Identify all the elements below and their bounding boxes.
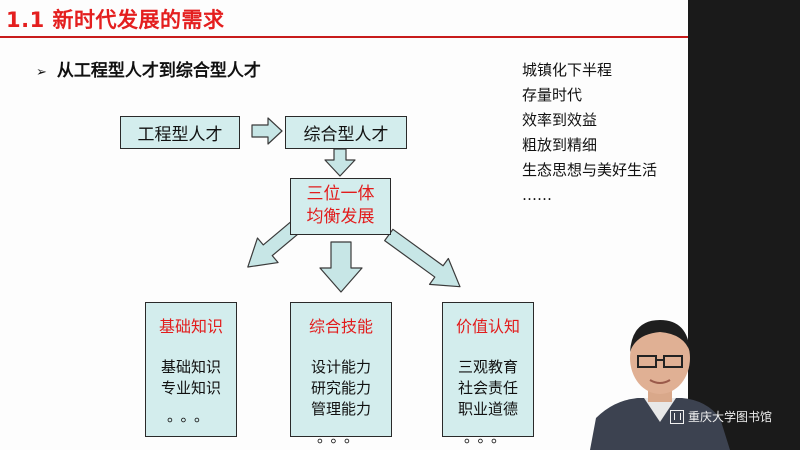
comprehensive-talent-box: 综合型人才 (285, 116, 407, 149)
box-label: 工程型人才 (137, 125, 223, 145)
slide-canvas: 1.1 新时代发展的需求 ➢ 从工程型人才到综合型人才 城镇化下半程 存量时代 效… (0, 0, 688, 450)
speaker-video-overlay (590, 320, 730, 450)
down-arrow-icon (324, 148, 356, 177)
center-line: 均衡发展 (306, 207, 375, 227)
flow-arrows (247, 117, 461, 293)
column-item: 管理能力 (310, 400, 371, 418)
column-item: 研究能力 (310, 379, 371, 397)
down-right-arrow-icon (384, 228, 461, 288)
column-item: 职业道德 (457, 400, 518, 418)
side-point: 效率到效益 (522, 111, 598, 129)
column-item: 基础知识 (160, 358, 221, 376)
engineering-talent-box: 工程型人才 (120, 116, 240, 149)
title-underline (0, 36, 688, 38)
column-basic-knowledge: 基础知识 基础知识 专业知识 。。。 (145, 302, 237, 437)
trinity-box: 三位一体 均衡发展 (290, 178, 391, 235)
side-point: …… (522, 186, 552, 204)
down-arrow-icon (319, 241, 363, 293)
column-ellipsis: 。。。 (316, 428, 365, 446)
side-point: 存量时代 (522, 86, 583, 104)
side-point: 城镇化下半程 (522, 61, 613, 79)
library-watermark: 重庆大学图书馆 (670, 408, 772, 425)
column-heading: 综合技能 (308, 317, 373, 336)
column-item: 设计能力 (310, 358, 371, 376)
side-point: 粗放到精细 (522, 136, 598, 154)
column-item: 三观教育 (457, 358, 518, 376)
library-logo-icon (670, 409, 684, 424)
column-item: 专业知识 (160, 379, 221, 397)
bullet-arrow-icon: ➢ (36, 65, 47, 80)
watermark-label: 重庆大学图书馆 (688, 410, 773, 424)
slide-title: 1.1 新时代发展的需求 (6, 8, 225, 32)
column-heading: 基础知识 (158, 317, 223, 336)
side-point-list: 城镇化下半程 存量时代 效率到效益 粗放到精细 生态思想与美好生活 …… (522, 58, 657, 208)
center-line: 三位一体 (306, 184, 375, 204)
bullet-heading: ➢ 从工程型人才到综合型人才 (36, 56, 261, 81)
column-value-cognition: 价值认知 三观教育 社会责任 职业道德 。。。 (442, 302, 534, 446)
column-ellipsis: 。。。 (166, 407, 215, 425)
right-arrow-icon (251, 117, 283, 145)
column-ellipsis: 。。。 (463, 428, 512, 446)
bullet-text: 从工程型人才到综合型人才 (56, 61, 261, 81)
side-point: 生态思想与美好生活 (522, 161, 658, 179)
column-heading: 价值认知 (455, 317, 520, 336)
column-item: 社会责任 (457, 379, 518, 397)
column-comprehensive-skills: 综合技能 设计能力 研究能力 管理能力 。。。 (290, 302, 392, 446)
box-label: 综合型人才 (303, 125, 389, 145)
